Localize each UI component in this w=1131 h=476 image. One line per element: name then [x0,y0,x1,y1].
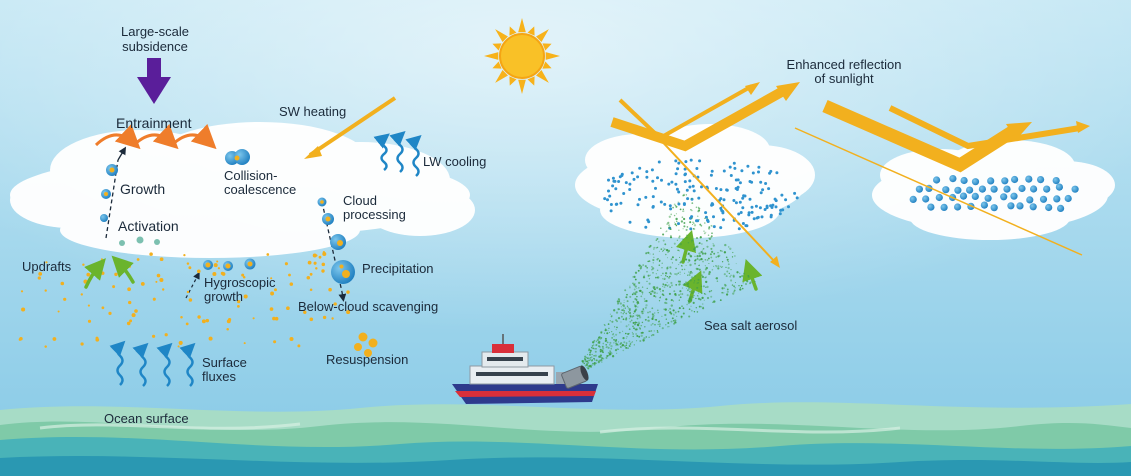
label-precipitation: Precipitation [362,261,434,276]
subsidence-arrow-icon [137,58,171,104]
label-surface-fluxes-line2: fluxes [202,369,236,384]
resuspension-particles [354,332,378,357]
entrainment-arrows-icon [94,123,217,150]
label-resuspension: Resuspension [326,352,408,367]
cloud-processing-chain [317,197,355,302]
label-enhanced-reflection-line1: Enhanced reflection [787,57,902,72]
label-subsidence-line2: subsidence [122,39,188,54]
surface-fluxes-arrows-icon [109,340,196,387]
lw-cooling-arrows-icon [373,130,422,177]
sea-salt-spray [581,193,756,370]
diagram-labels: Large-scale subsidence Entrainment Growt… [22,24,901,426]
label-cloud-processing-line1: Cloud [343,193,377,208]
label-entrainment: Entrainment [116,115,192,131]
sunlight-reflection-arrows-icon [610,82,1090,268]
sw-heating-arrow-icon [304,96,397,159]
label-updrafts: Updrafts [22,259,72,274]
droplet-growth-chain [100,146,127,239]
label-subsidence-line1: Large-scale [121,24,189,39]
small-cloud-droplets [603,158,799,231]
label-surface-fluxes-line1: Surface [202,355,247,370]
label-hygroscopic-line2: growth [204,289,243,304]
label-lw-cooling: LW cooling [423,154,486,169]
label-ocean-surface: Ocean surface [104,411,189,426]
label-hygroscopic-line1: Hygroscopic [204,275,276,290]
label-enhanced-reflection-line2: of sunlight [814,71,874,86]
label-below-cloud-scavenging: Below-cloud scavenging [298,299,438,314]
label-activation: Activation [118,218,179,234]
label-growth: Growth [120,181,165,197]
ship-icon [452,334,598,404]
label-collision-line1: Collision- [224,168,277,183]
updraft-arrows-icon [84,229,763,303]
collision-coalescence-droplets [225,149,250,165]
aerosol-particles [18,250,351,348]
label-sea-salt-aerosol: Sea salt aerosol [704,318,797,333]
ocean [0,402,1131,476]
activation-droplets [119,236,160,246]
label-cloud-processing-line2: processing [343,207,406,222]
large-cloud-droplets [909,175,1079,212]
label-collision-line2: coalescence [224,182,296,197]
label-sw-heating: SW heating [279,104,346,119]
sun-icon [484,18,560,94]
